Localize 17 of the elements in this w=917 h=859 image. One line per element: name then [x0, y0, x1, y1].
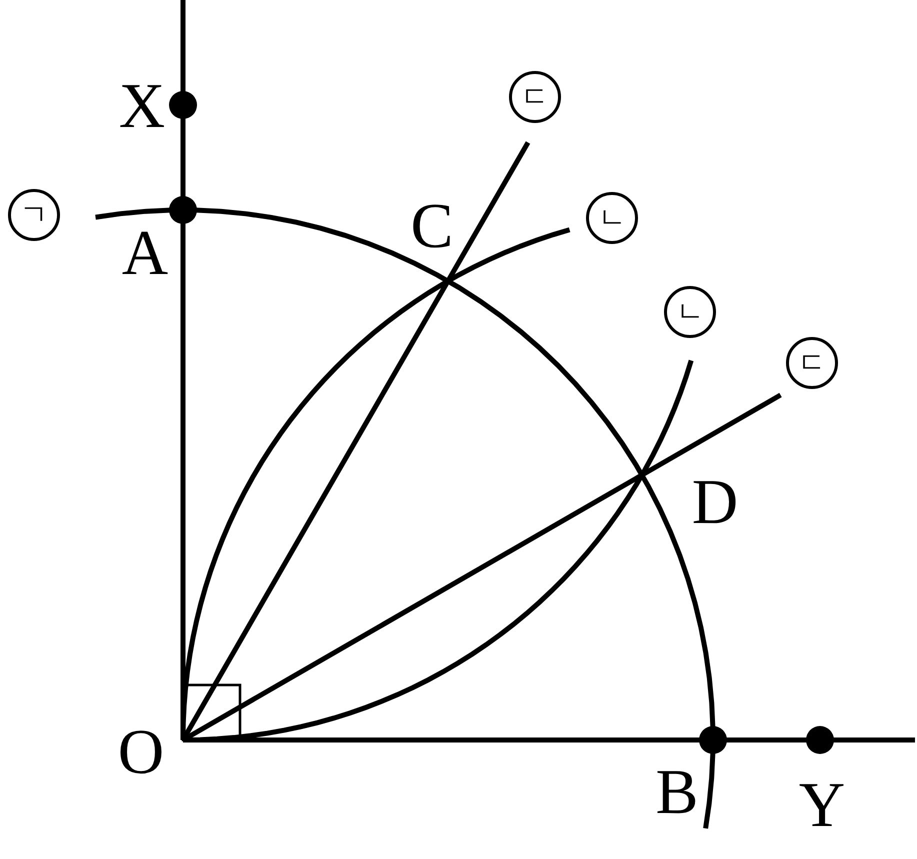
- circle-text: ㄷ: [521, 83, 549, 111]
- circled-label: [664, 286, 716, 338]
- point-label: D: [692, 470, 738, 534]
- point-label: B: [656, 760, 698, 824]
- circled-label: [8, 189, 60, 241]
- circle-text: ㄴ: [598, 204, 626, 232]
- point-label: C: [410, 194, 454, 258]
- circle-text: ㄷ: [798, 349, 826, 377]
- circled-label: [509, 71, 561, 123]
- circled-label: [586, 192, 638, 244]
- circle-text: ㄱ: [20, 201, 48, 229]
- circle-text: ㄴ: [676, 298, 704, 326]
- point-label: X: [118, 74, 166, 138]
- point-label: Y: [798, 773, 846, 837]
- circled-label: [786, 337, 838, 389]
- point-label: A: [122, 221, 168, 285]
- point-label: O: [118, 720, 164, 784]
